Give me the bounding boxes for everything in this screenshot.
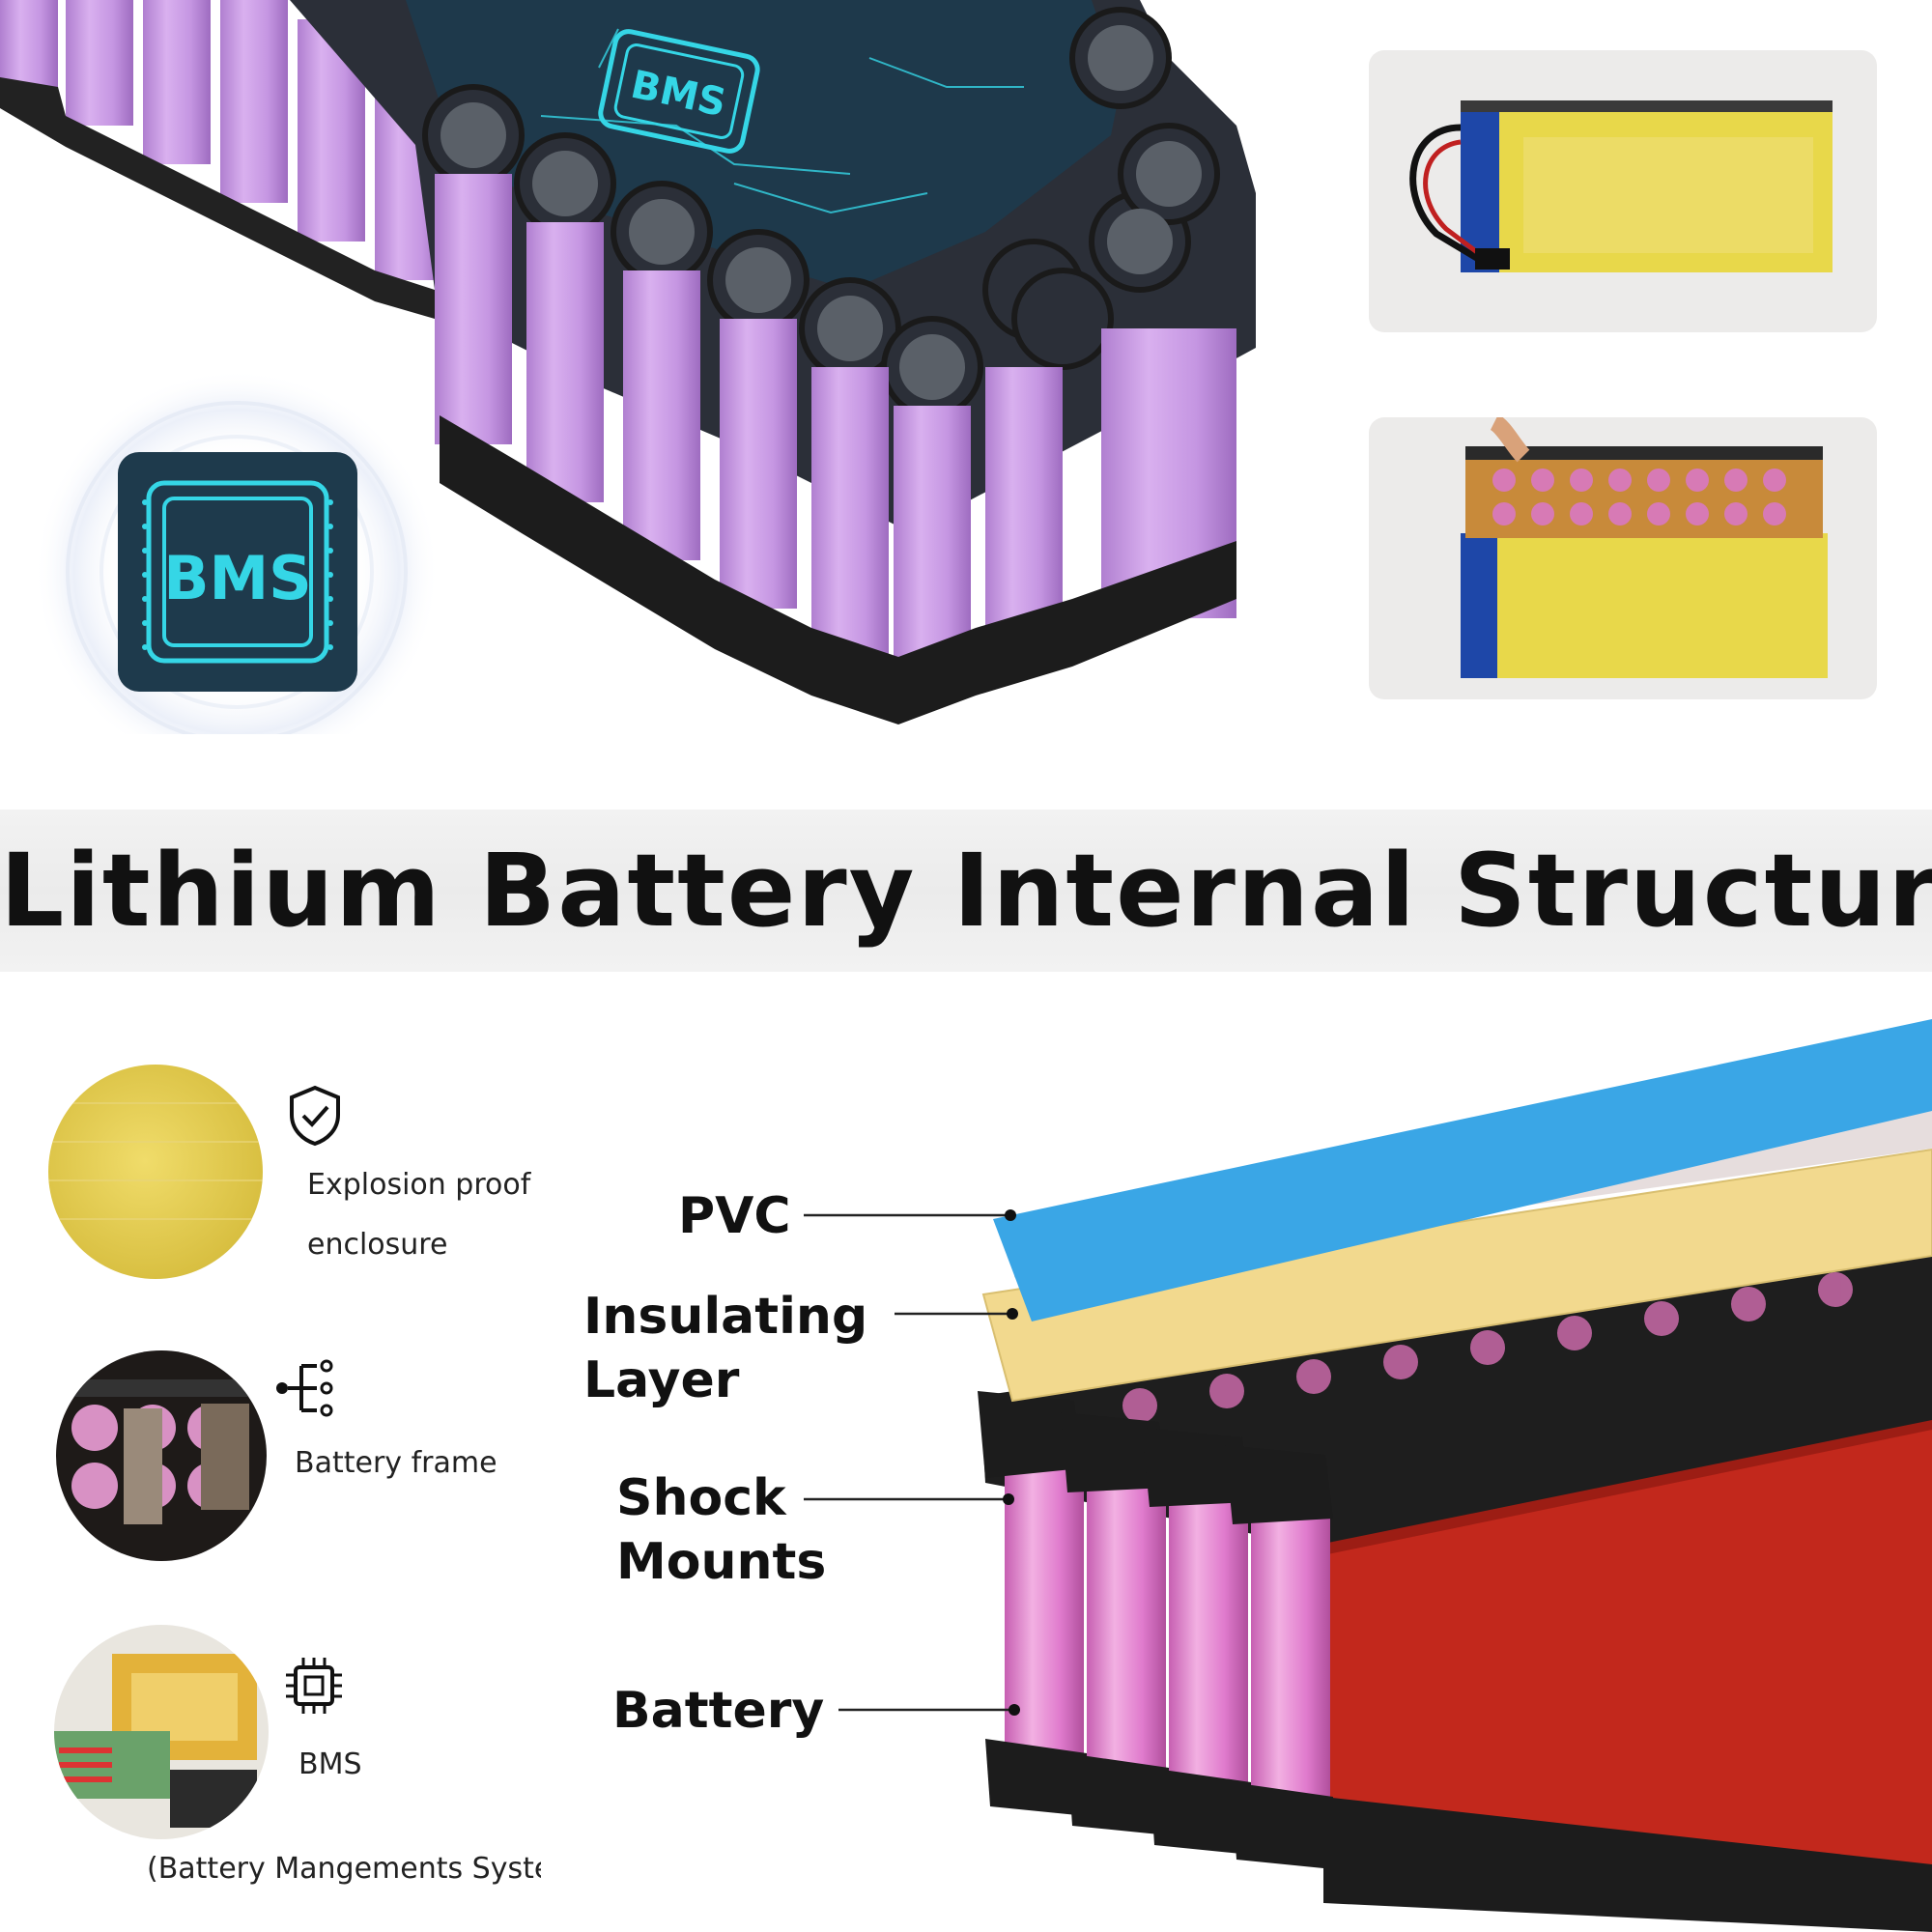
bms-board: BMS (406, 0, 1121, 290)
layer-label-insulating-line-1: Insulating (583, 1288, 868, 1346)
battery-pack-wrapped-photo (1369, 50, 1877, 332)
red-wrap-layer (1314, 1410, 1932, 1874)
bms-badge-label: BMS (163, 543, 312, 613)
page-title: Lithium Battery Internal Structure (0, 832, 1932, 950)
layer-label-shock: Shock Mounts (616, 1466, 826, 1594)
battery-pack-opened-photo (1369, 417, 1877, 699)
enclosure-thumbnail (48, 1065, 263, 1279)
bms-thumbnail (54, 1625, 269, 1839)
shock-mount-bottom (985, 1739, 1932, 1932)
chip-icon (282, 1654, 346, 1718)
feature-enclosure-line-1: Explosion proof (307, 1168, 531, 1202)
layer-label-battery-text: Battery (612, 1682, 825, 1740)
layer-label-insulating-line-2: Layer (583, 1351, 740, 1409)
shock-mount-top (978, 1391, 1333, 1524)
battery-frame-thumbnail (56, 1350, 267, 1561)
bms-caption: (Battery Mangements Syste (147, 1852, 541, 1886)
bms-badge: BMS (118, 452, 357, 692)
leader-lines (804, 1213, 1014, 1712)
layer-label-battery: Battery (612, 1679, 824, 1743)
feature-bms-line-1: BMS (298, 1747, 362, 1781)
front-cell-row (435, 174, 1236, 667)
battery-layers-diagram (804, 1019, 1932, 1932)
title-band (0, 810, 1932, 972)
layer-label-shock-line-2: Mounts (616, 1533, 827, 1591)
branch-frame-icon (272, 1356, 342, 1420)
shield-check-icon (286, 1084, 344, 1148)
layer-label-shock-line-1: Shock (616, 1469, 786, 1527)
feature-bms-label: BMS (298, 1735, 362, 1795)
layer-label-insulating: Insulating Layer (583, 1285, 867, 1412)
feature-enclosure-label: Explosion proof enclosure (307, 1155, 530, 1275)
feature-frame-label: Battery frame (295, 1434, 497, 1493)
feature-frame-line-1: Battery frame (295, 1446, 497, 1480)
layer-label-pvc: PVC (678, 1184, 791, 1248)
insulating-layer (981, 1148, 1932, 1403)
battery-holder-render: BMS BMS (0, 0, 1256, 734)
pvc-layer (993, 1019, 1932, 1321)
layer-label-pvc-text: PVC (678, 1187, 791, 1245)
feature-enclosure-line-2: enclosure (307, 1228, 448, 1262)
front-pink-cells (1005, 1468, 1330, 1826)
